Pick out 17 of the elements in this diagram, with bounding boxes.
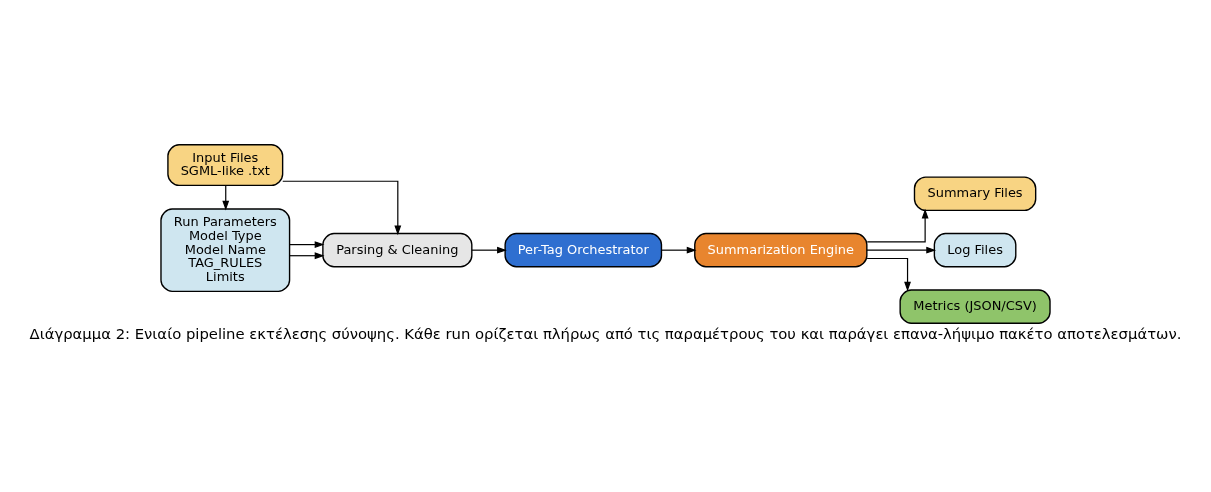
caption: Διάγραμμα 2: Ενιαίο pipeline εκτέλεσης σύνοψης. Κάθε run ορίζεται πλήρως από τις παραμέτρους του και παράγει επανα-λήψιμο πακέτο αποτελεσμάτων. — [29, 324, 1182, 342]
node-box: Metrics (JSON/CSV) — [899, 289, 1051, 324]
node-box: Input Files SGML-like .txt — [167, 144, 284, 187]
arrow — [661, 246, 697, 254]
arrow — [866, 208, 929, 243]
node-box: Per-Tag Orchestrator — [504, 232, 663, 268]
node-box: Parsing & Cleaning — [322, 232, 473, 268]
arrow — [289, 252, 325, 260]
node-box: Summary Files — [913, 176, 1037, 212]
arrow — [282, 180, 402, 236]
node-box: Run Parameters Model Type Model Name TAG_RULES Limits — [160, 208, 291, 293]
node-box: Summarization Engine — [694, 232, 868, 268]
arrow — [289, 241, 325, 249]
arrow — [866, 257, 911, 292]
arrow — [471, 246, 507, 254]
node-box: Log Files — [933, 232, 1017, 268]
arrow — [866, 246, 937, 254]
